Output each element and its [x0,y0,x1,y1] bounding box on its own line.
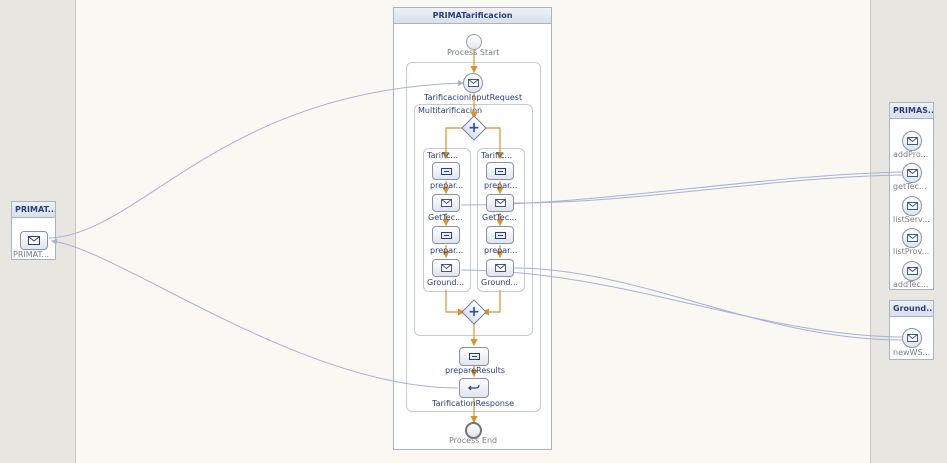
partner-operation-label: addTec... [893,280,929,289]
envelope-icon [906,234,918,242]
reply-label: TarificationResponse [432,399,515,408]
process-title: PRIMATarificacion [394,8,551,24]
branch-label: Tarific... [481,151,513,160]
assign-icon [440,167,452,175]
link-receive [48,80,464,239]
reply-icon [468,384,480,391]
partner-operation-label: newWS... [893,348,931,357]
partner-link-title: PRIMAT... [12,202,55,218]
assign-activity[interactable] [486,162,514,180]
prepare-results-label: prepareResults [445,366,506,375]
partner-operation[interactable] [902,328,922,348]
step-label: GetTec... [428,213,463,222]
envelope-icon [494,264,506,272]
step-label: Ground... [481,278,519,287]
partner-operation-label: listServ... [893,215,930,224]
partner-operation-label: getTec... [893,182,927,191]
link-gettec-2 [513,174,903,204]
assign-activity[interactable] [432,162,460,180]
assign-activity[interactable] [432,226,460,244]
envelope-icon [906,267,918,275]
partner-link-primat[interactable]: PRIMAT... PRIMAT... [11,201,56,260]
invoke-activity[interactable] [432,194,460,212]
link-gettec-1 [460,171,903,206]
envelope-icon [440,199,452,207]
envelope-icon [494,199,506,207]
partner-operation[interactable] [902,196,922,216]
assign-icon [440,231,452,239]
prepare-results-activity[interactable] [459,347,489,366]
partner-operation-label: listProv... [893,247,930,256]
plus-icon: + [468,304,480,320]
step-label: prepar... [430,246,464,255]
assign-icon [494,167,506,175]
envelope-icon [906,334,918,342]
process-end-label: Process End [449,436,498,445]
partner-operation[interactable] [902,261,922,281]
step-label: prepar... [484,246,518,255]
link-ground-1 [460,269,903,338]
envelope-icon [906,137,918,145]
partner-operation-label: PRIMAT... [13,250,50,259]
envelope-icon [906,169,918,177]
invoke-activity[interactable] [486,194,514,212]
partner-operation[interactable] [902,131,922,151]
assign-icon [468,353,480,360]
partner-link-title: Ground... [890,301,933,317]
envelope-icon [28,236,40,245]
plus-icon: + [468,120,480,136]
assign-icon [494,231,506,239]
step-label: prepar... [484,181,518,190]
receive-label: TarificacionInputRequest [424,93,523,102]
process-start-node[interactable] [466,34,482,50]
link-ground-2 [513,267,903,341]
step-label: GetTec... [482,213,517,222]
process-end-node[interactable] [465,422,482,439]
partner-operation[interactable] [902,163,922,183]
partner-operation[interactable] [20,231,48,250]
step-label: prepar... [430,181,464,190]
envelope-icon [440,264,452,272]
flow-label: Multitarificacion [418,106,483,115]
invoke-activity[interactable] [432,259,460,277]
partner-operation[interactable] [902,228,922,248]
reply-activity[interactable] [459,378,489,398]
partner-link-title: PRIMAS... [890,103,933,119]
envelope-icon [467,79,479,87]
step-label: Ground... [427,278,465,287]
branch-scope-2 [477,148,525,292]
receive-activity[interactable] [463,73,483,93]
link-reply [51,238,459,389]
branch-label: Tarific... [427,151,459,160]
branch-scope-1 [423,148,471,292]
envelope-icon [906,202,918,210]
invoke-activity[interactable] [486,259,514,277]
process-start-label: Process Start [447,48,500,57]
assign-activity[interactable] [486,226,514,244]
partner-operation-label: addPro... [893,150,929,159]
